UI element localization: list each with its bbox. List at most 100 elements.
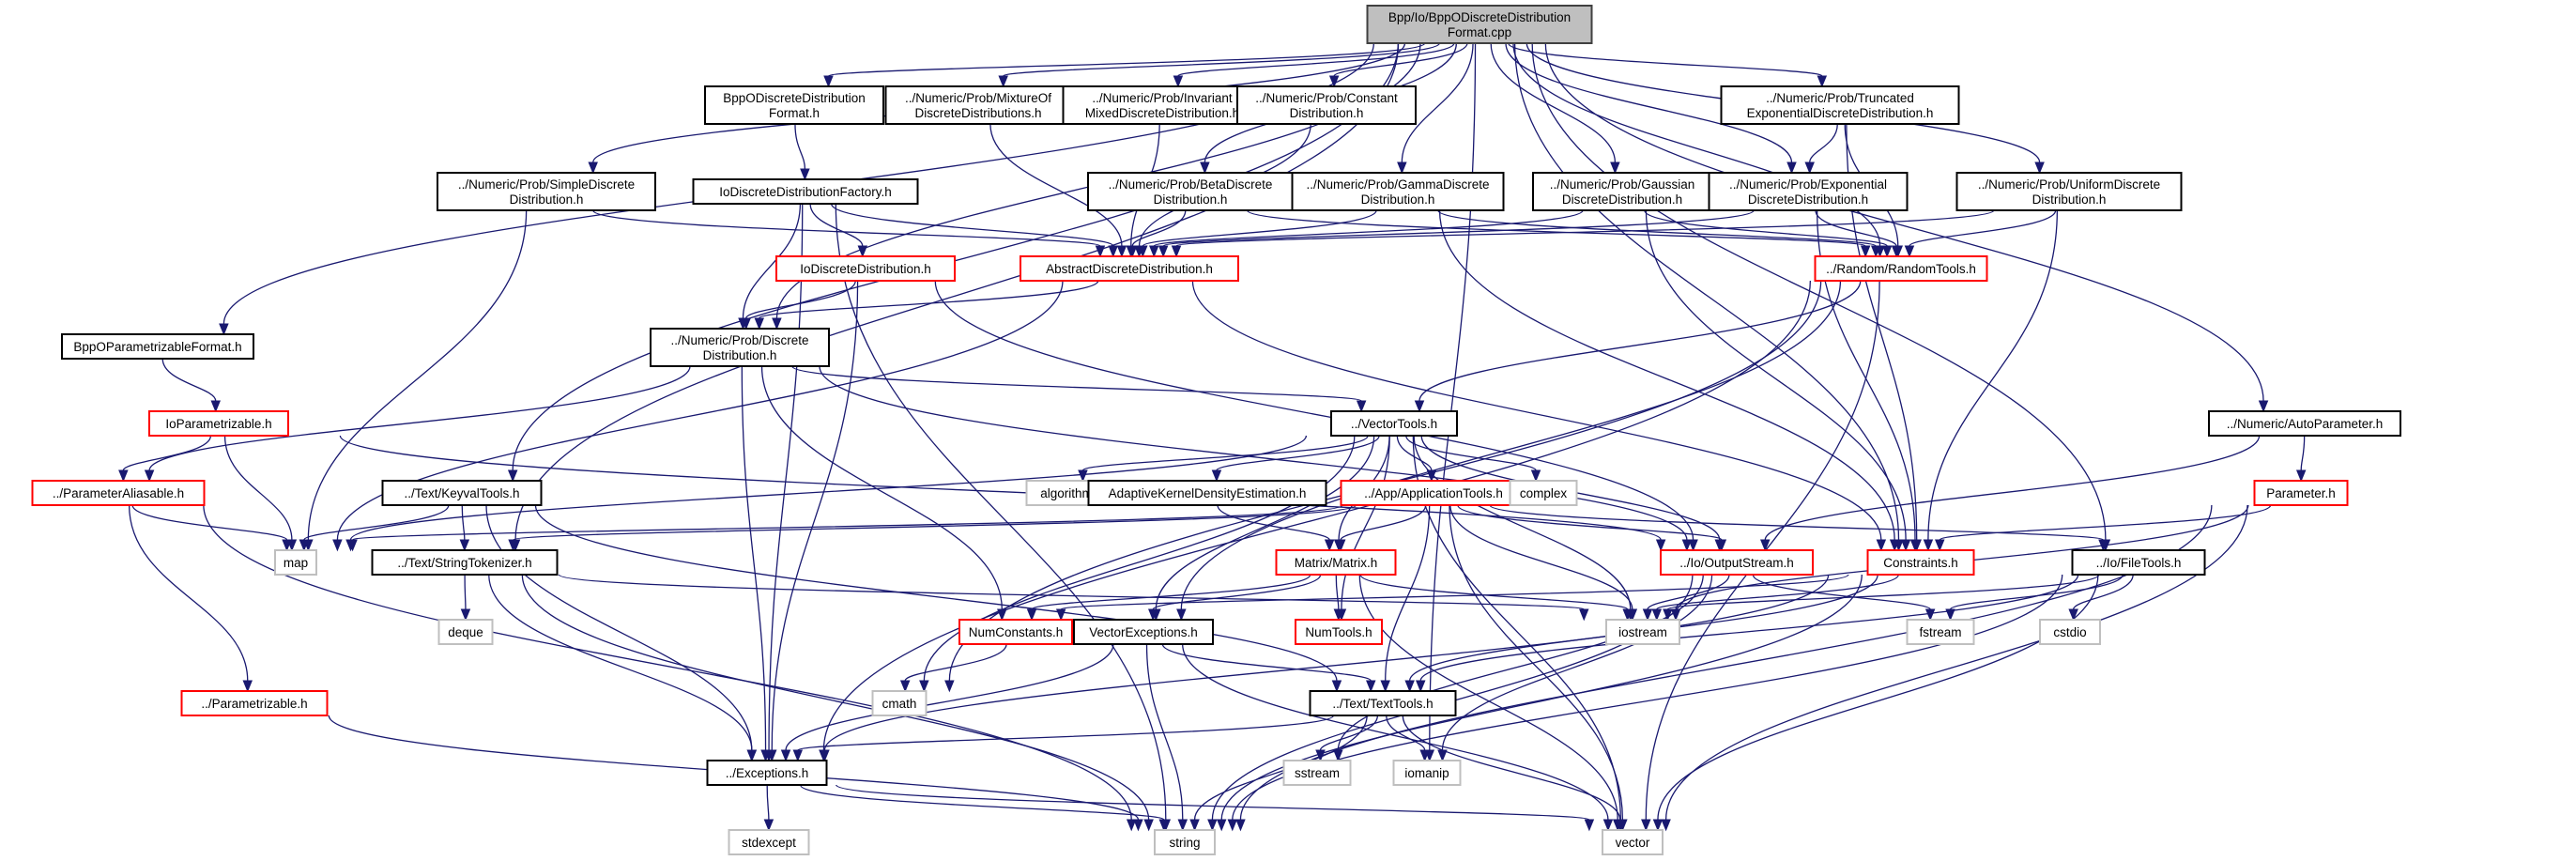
node-label: ../Text/TextTools.h	[1332, 697, 1433, 711]
arrowhead-mixture-to-abstract	[1116, 245, 1127, 258]
arrowhead-uniform-to-abstract	[1171, 245, 1182, 258]
arrowhead-iodd-to-outputstream	[1688, 539, 1698, 552]
node-box	[1330, 410, 1458, 437]
node-label: ../Text/StringTokenizer.h	[397, 556, 531, 570]
node-truncexp[interactable]: ../Numeric/Prob/TruncatedExponentialDisc…	[1720, 85, 1960, 125]
node-numtools[interactable]: NumTools.h	[1295, 619, 1383, 645]
node-bppopf[interactable]: BppOParametrizableFormat.h	[61, 333, 254, 360]
arrowhead-keyval-to-map	[299, 539, 310, 552]
node-invariant[interactable]: ../Numeric/Prob/InvariantMixedDiscreteDi…	[1062, 85, 1263, 125]
node-uniform[interactable]: ../Numeric/Prob/UniformDiscreteDistribut…	[1955, 172, 2183, 211]
node-randomtools[interactable]: ../Random/RandomTools.h	[1814, 255, 1988, 282]
arrowhead-gamma-to-abstract	[1138, 245, 1148, 258]
arrowhead-apptools-to-strtok	[508, 539, 518, 552]
node-parameter[interactable]: Parameter.h	[2253, 480, 2349, 506]
node-gamma[interactable]: ../Numeric/Prob/GammaDiscreteDistributio…	[1291, 172, 1505, 211]
arrowhead-vectorexc-to-texttools	[1366, 680, 1376, 693]
edges-layer	[118, 42, 2307, 832]
node-matrix[interactable]: Matrix/Matrix.h	[1275, 549, 1397, 576]
node-label: fstream	[1919, 625, 1961, 639]
edge-filetools-to-cstdio	[2073, 574, 2134, 610]
arrowhead-gaussian-to-randomtools	[1881, 245, 1893, 258]
edge-bppodf_h-to-factory	[794, 123, 806, 170]
node-akde[interactable]: AdaptiveKernelDensityEstimation.h	[1087, 480, 1327, 506]
node-box	[1275, 549, 1397, 576]
edge-apptools-to-vector	[1449, 504, 1624, 821]
node-label: IoDiscreteDistribution.h	[800, 262, 931, 276]
node-label: ../Random/RandomTools.h	[1826, 262, 1976, 276]
node-label: ../Text/KeyvalTools.h	[404, 486, 519, 500]
node-label: BppODiscreteDistribution	[723, 91, 866, 105]
edge-root-to-constraints	[1513, 42, 1900, 541]
node-iostream: iostream	[1605, 619, 1680, 645]
edge-exceptions-to-stdexcept	[766, 784, 770, 821]
node-exponential[interactable]: ../Numeric/Prob/ExponentialDiscreteDistr…	[1708, 172, 1909, 211]
edge-constraints-to-iostream	[1656, 574, 1899, 610]
node-box	[2039, 619, 2101, 645]
node-parametrizable[interactable]: ../Parametrizable.h	[180, 690, 329, 716]
edge-uniform-to-abstract	[1175, 209, 1995, 247]
arrowhead-texttools-to-string	[1189, 819, 1200, 832]
node-label: Distribution.h	[1290, 106, 1364, 120]
node-outputstream[interactable]: ../Io/OutputStream.h	[1660, 549, 1814, 576]
node-vectorexc[interactable]: VectorExceptions.h	[1073, 619, 1214, 645]
edge-gamma-to-randomtools	[1437, 209, 1877, 247]
edge-outputstream-to-fstream	[1752, 574, 1931, 610]
arrowhead-bppodf_h-to-factory	[800, 168, 810, 181]
node-label: ../Numeric/Prob/Invariant	[1092, 91, 1233, 105]
arrowhead-randomtools-to-vectortools	[1414, 400, 1425, 413]
arrowhead-outputstream-to-iostream	[1642, 608, 1653, 622]
edge-strtok-to-string	[521, 574, 1150, 821]
edge-matrix-to-vectorexc	[1152, 574, 1322, 610]
node-box	[884, 85, 1072, 125]
arrowhead-root-to-beta	[1200, 161, 1210, 175]
node-mixture[interactable]: ../Numeric/Prob/MixtureOfDiscreteDistrib…	[884, 85, 1072, 125]
node-strtok[interactable]: ../Text/StringTokenizer.h	[371, 549, 559, 576]
arrowhead-parameter-to-vector	[1661, 819, 1671, 832]
node-simple[interactable]: ../Numeric/Prob/SimpleDiscreteDistributi…	[437, 172, 656, 211]
edge-texttools-to-vector	[1402, 715, 1621, 821]
arrowhead-outputstream-to-fstream	[1924, 608, 1936, 622]
node-numconstants[interactable]: NumConstants.h	[958, 619, 1073, 645]
node-label: deque	[448, 625, 483, 639]
node-vectortools[interactable]: ../VectorTools.h	[1330, 410, 1458, 437]
node-box	[1020, 255, 1239, 282]
node-iodd[interactable]: IoDiscreteDistribution.h	[775, 255, 956, 282]
edge-outputstream-to-iostream	[1647, 574, 1730, 610]
edge-filetools-to-string	[1232, 574, 2063, 821]
node-label: NumTools.h	[1305, 625, 1372, 639]
edge-strtok-to-iostream	[558, 574, 1585, 610]
node-keyval[interactable]: ../Text/KeyvalTools.h	[381, 480, 543, 506]
edge-vectorexc-to-exceptions	[785, 643, 1114, 751]
node-beta[interactable]: ../Numeric/Prob/BetaDiscreteDistribution…	[1087, 172, 1294, 211]
edge-apptools-to-matrix	[1340, 504, 1427, 541]
node-abstract[interactable]: AbstractDiscreteDistribution.h	[1020, 255, 1239, 282]
edge-filetools-to-texttools	[1419, 574, 2079, 682]
node-label: algorithm	[1040, 486, 1093, 500]
node-box	[1906, 619, 1975, 645]
node-apptools[interactable]: ../App/ApplicationTools.h	[1340, 480, 1527, 506]
node-factory[interactable]: IoDiscreteDistributionFactory.h	[692, 178, 919, 205]
node-ioparam[interactable]: IoParametrizable.h	[148, 410, 289, 437]
node-label: DiscreteDistribution.h	[1562, 192, 1682, 207]
node-vector: vector	[1602, 829, 1664, 855]
node-constraints[interactable]: Constraints.h	[1866, 549, 1975, 576]
edge-parameter-to-vector	[1664, 504, 2248, 821]
node-exceptions[interactable]: ../Exceptions.h	[706, 760, 828, 786]
node-gaussian[interactable]: ../Numeric/Prob/GaussianDiscreteDistribu…	[1532, 172, 1712, 211]
node-label: IoParametrizable.h	[165, 417, 271, 431]
node-filetools[interactable]: ../Io/FileTools.h	[2071, 549, 2206, 576]
edge-constraints-to-exceptions	[823, 574, 1830, 751]
node-autoparam[interactable]: ../Numeric/AutoParameter.h	[2208, 410, 2401, 437]
node-paramalias[interactable]: ../ParameterAliasable.h	[31, 480, 206, 506]
node-label: Parameter.h	[2266, 486, 2336, 500]
node-label: Distribution.h	[1154, 192, 1228, 207]
edge-abstract-to-discrete	[759, 280, 1099, 319]
node-discrete[interactable]: ../Numeric/Prob/DiscreteDistribution.h	[650, 328, 830, 367]
arrowhead-apptools-to-matrix	[1335, 539, 1346, 552]
edge-vectortools-to-map	[349, 435, 1308, 541]
edge-root-to-bppodf_h	[827, 42, 1426, 77]
node-texttools[interactable]: ../Text/TextTools.h	[1309, 690, 1457, 716]
